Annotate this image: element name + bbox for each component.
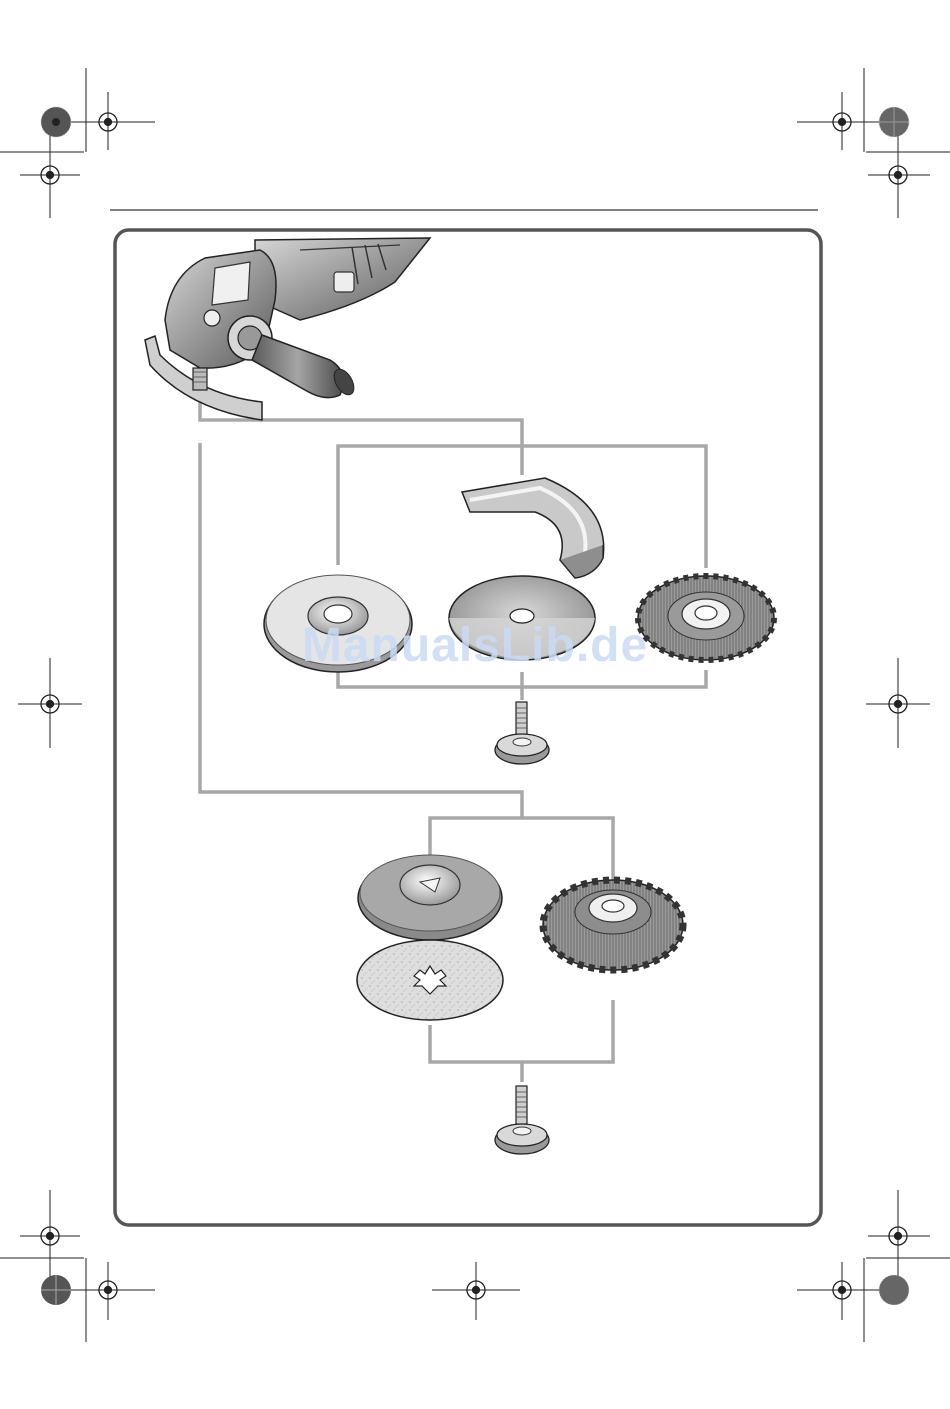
- protective-guard: [462, 478, 604, 578]
- clamping-screw: [495, 702, 549, 764]
- fiber-disc: [357, 940, 503, 1020]
- figure-frame: [115, 230, 821, 1225]
- sanding-pad: [358, 855, 502, 940]
- wire-brush-cup: [543, 880, 683, 970]
- angle-grinder: [145, 238, 430, 420]
- registration-targets: [41, 113, 907, 1299]
- watermark: ManualsLib.de: [0, 618, 950, 673]
- starburst-target-icon: [879, 1275, 909, 1305]
- starburst-target-icon: [41, 1275, 71, 1305]
- starburst-target-icon: [41, 107, 71, 137]
- clamping-screw: [495, 1086, 549, 1154]
- starburst-target-icon: [879, 107, 909, 137]
- crop-marks: [0, 68, 950, 1342]
- color-targets: [41, 107, 909, 1305]
- brand-logo-icon: [334, 272, 354, 292]
